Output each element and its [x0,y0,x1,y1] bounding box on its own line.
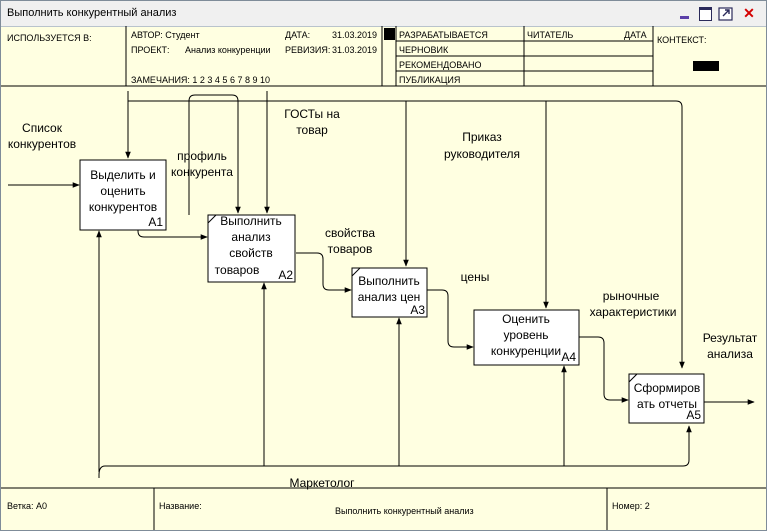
project-label: ПРОЕКТ: [131,45,170,55]
label-competitors-list-2: конкурентов [8,137,76,151]
activity-box-a4[interactable]: Оценить уровень конкуренции A4 [473,309,580,366]
box-a5-id: A5 [686,408,701,422]
project-value: Анализ конкуренции [185,45,271,55]
label-competitors-list-1: Список [22,121,63,135]
label-prices: цены [461,270,490,284]
label-market-characteristics-1: рыночные [603,289,660,303]
date-value: 31.03.2019 [332,30,377,40]
window-title: Выполнить конкурентный анализ [7,7,177,19]
minimize-icon[interactable] [675,5,693,22]
arrows [8,91,755,478]
revision-value: 31.03.2019 [332,45,377,55]
box-a3-line-1: Выполнить [358,274,420,288]
arrow-competitor-profile-a1-a2[interactable] [137,215,208,240]
label-market-characteristics-2: характеристики [590,305,677,319]
box-a4-line-3: конкуренции [491,344,561,358]
used-at-label: ИСПОЛЬЗУЕТСЯ В: [7,33,92,43]
node-label: Ветка: A0 [7,501,47,511]
title-bar: Выполнить конкурентный анализ ✕ [1,1,766,27]
context-label: КОНТЕКСТ: [657,35,706,45]
arrow-product-properties[interactable] [296,252,352,293]
arrow-competitor-profile-control[interactable] [188,94,241,215]
arrow-order-a5[interactable] [128,100,685,369]
label-product-properties-1: свойства [325,226,375,240]
idef0-canvas: ИСПОЛЬЗУЕТСЯ В: АВТОР: Студент ДАТА: 31.… [1,26,766,530]
box-a4-line-1: Оценить [502,312,550,326]
label-gost-2: товар [296,123,328,137]
box-a1-id: A1 [148,215,163,229]
box-a3-id: A3 [410,303,425,317]
box-a3-line-2: анализ цен [358,290,421,304]
reader-date-label: ДАТА [624,30,647,40]
box-a2-line-3: свойств [229,246,273,260]
name-label: Название: [159,501,202,511]
arrow-marketer-a5[interactable] [98,425,692,478]
restore-icon[interactable] [717,5,735,22]
arrow-market-characteristics[interactable] [579,336,629,403]
box-a2-line-1: Выполнить [220,214,282,228]
label-product-properties-2: товаров [328,242,373,256]
box-a4-line-2: уровень [503,328,548,342]
status-recommended: РЕКОМЕНДОВАНО [399,60,481,70]
label-competitor-profile-1: профиль [177,149,227,163]
box-a1-line-2: оценить [100,184,145,198]
revision-label: РЕВИЗИЯ: [285,45,330,55]
label-manager-order-2: руководителя [444,147,520,161]
close-icon[interactable]: ✕ [743,5,755,21]
reader-label: ЧИТАТЕЛЬ [527,30,573,40]
label-manager-order-1: Приказ [462,130,502,144]
box-a2-line-4: товаров [215,263,260,277]
status-draft: ЧЕРНОВИК [399,45,449,55]
header-frame [1,26,766,87]
activity-box-a5[interactable]: Сформиров ать отчеты A5 [628,373,705,424]
notes-label: ЗАМЕЧАНИЯ: 1 2 3 4 5 6 7 8 9 10 [131,75,270,85]
label-analysis-result-1: Результат [703,331,758,345]
context-mark [693,61,719,71]
box-a5-line-2: ать отчеты [637,397,697,411]
name-value: Выполнить конкурентный анализ [335,506,474,516]
footer-frame [1,487,766,530]
date-label: ДАТА: [285,30,310,40]
label-marketer: Маркетолог [289,476,355,490]
label-competitor-profile-2: конкурента [171,165,233,179]
status-working: РАЗРАБАТЫВАЕТСЯ [399,30,488,40]
author-label: АВТОР: Студент [131,30,200,40]
number-label: Номер: 2 [612,501,650,511]
box-a4-id: A4 [561,350,576,364]
status-mark [384,28,395,40]
box-a1-line-3: конкурентов [89,200,157,214]
box-a5-line-1: Сформиров [634,381,701,395]
activity-box-a1[interactable]: Выделить и оценить конкурентов A1 [79,159,167,231]
label-gost-1: ГОСТы на [284,107,340,121]
label-analysis-result-2: анализа [707,347,753,361]
activity-box-a2[interactable]: Выполнить анализ свойств товаров A2 [207,214,296,283]
maximize-icon[interactable] [696,5,714,22]
box-a1-line-1: Выделить и [90,168,155,182]
status-publication: ПУБЛИКАЦИЯ [399,75,460,85]
box-a2-line-2: анализ [231,230,271,244]
box-a2-id: A2 [278,268,293,282]
arrow-prices[interactable] [427,289,474,350]
activity-box-a3[interactable]: Выполнить анализ цен A3 [351,267,428,318]
